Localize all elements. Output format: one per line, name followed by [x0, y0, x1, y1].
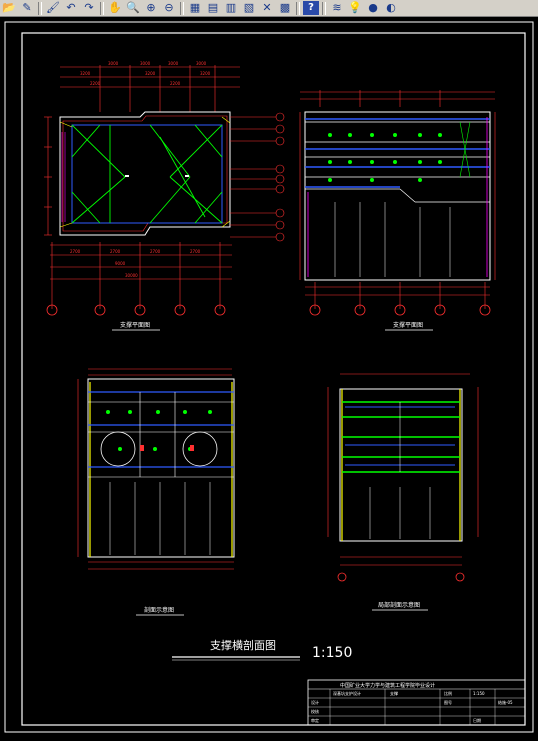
svg-text:3000: 3000 — [196, 61, 207, 66]
title-block-cell: 审定 — [311, 717, 319, 723]
title-block-cell: 设计 — [311, 699, 319, 705]
pipe-circles — [100, 431, 218, 467]
title-block-cell: 支撑 — [390, 690, 398, 696]
title-block-cell: 深基坑支护设计 — [333, 690, 361, 696]
svg-text:3000: 3000 — [168, 61, 179, 66]
diagonal-braces — [71, 124, 223, 224]
properties-icon[interactable]: ▦ — [189, 1, 201, 14]
svg-text:2700: 2700 — [150, 249, 161, 254]
svg-text:3200: 3200 — [80, 71, 91, 76]
toolbar-separator — [180, 1, 184, 15]
design-center-icon[interactable]: ▤ — [207, 1, 219, 14]
wale-beams — [305, 118, 490, 188]
cad-drawing: 3000 3000 3000 3000 3200 3200 3200 2200 2200 — [4, 21, 534, 733]
title-block-cell: 结施-05 — [498, 699, 513, 705]
sheet-outer-border — [4, 21, 534, 733]
svg-text:2200: 2200 — [90, 81, 101, 86]
toolbar-separator — [38, 1, 42, 15]
open-icon[interactable]: 📂 — [2, 1, 16, 14]
main-title: 支撑横剖面图 — [210, 638, 276, 652]
section-view-right: 局部剖面示意图 — [327, 373, 479, 611]
dim-text-top-left: 3000 3000 3000 3000 3200 3200 3200 2200 2200 — [80, 61, 211, 86]
toolbar-separator — [100, 1, 104, 15]
bulb-icon[interactable]: 💡 — [348, 1, 362, 14]
title-block-header: 中国矿业大学力学与建筑工程学院毕业设计 — [340, 682, 435, 689]
scale-label: 1:150 — [312, 645, 352, 661]
title-block: 中国矿业大学力学与建筑工程学院毕业设计 深基坑支护设计 支撑 比例 1:150 图号 结施… — [307, 679, 526, 726]
svg-text:3000: 3000 — [140, 61, 151, 66]
sun-icon[interactable]: ● — [368, 1, 378, 14]
dimension-top-left — [60, 65, 240, 112]
toolbar-separator — [296, 1, 300, 15]
svg-text:3000: 3000 — [108, 61, 119, 66]
svg-text:30000: 30000 — [125, 273, 138, 278]
svg-text:3200: 3200 — [145, 71, 156, 76]
calculator-icon[interactable]: ▩ — [279, 1, 291, 14]
strut-nodes — [328, 133, 442, 182]
layers-icon[interactable]: ≋ — [332, 1, 342, 14]
dimension-bottom-left — [50, 242, 232, 309]
sheet-set-icon[interactable]: ▧ — [243, 1, 255, 14]
title-block-cell: 比例 — [444, 690, 452, 696]
plan-view-left: 3000 3000 3000 3000 3200 3200 3200 2200 2200 — [44, 61, 285, 331]
undo-icon[interactable]: ↶ — [66, 1, 76, 14]
markup-icon[interactable]: ✕ — [262, 1, 272, 14]
svg-text:2700: 2700 — [70, 249, 81, 254]
title-block-cell: 图号 — [444, 699, 452, 705]
section-view-left: 剖面示意图 — [77, 368, 235, 616]
strut-levels — [342, 401, 460, 473]
tool-palette-icon[interactable]: ▥ — [225, 1, 237, 14]
title-block-cell: 校核 — [311, 708, 319, 714]
plan-right-title: 支撑平面图 — [393, 321, 423, 329]
help-icon[interactable]: ? — [303, 1, 319, 15]
section-right-title: 局部剖面示意图 — [378, 601, 420, 609]
brush-icon[interactable]: 🖌 — [46, 1, 60, 14]
plan-left-title: 支撑平面图 — [120, 321, 150, 329]
plan-view-right: 支撑平面图 — [299, 90, 496, 331]
svg-text:2700: 2700 — [190, 249, 201, 254]
svg-text:2700: 2700 — [110, 249, 121, 254]
column-posts — [125, 175, 189, 177]
layer-state-icon[interactable]: ◐ — [386, 1, 396, 14]
axis-bubbles-right — [230, 112, 285, 242]
svg-text:3200: 3200 — [200, 71, 211, 76]
sheet-inner-border — [21, 32, 526, 726]
drawing-canvas[interactable]: 3000 3000 3000 3000 3200 3200 3200 2200 2200 — [0, 17, 538, 737]
pile-wall-right — [307, 117, 488, 277]
pan-icon[interactable]: ✋ — [108, 1, 122, 14]
wall-hatch-left — [61, 132, 66, 222]
pit-outline-right — [304, 111, 491, 281]
redo-icon[interactable]: ↷ — [84, 1, 94, 14]
zoom-realtime-icon[interactable]: 🔍 — [126, 1, 140, 14]
toolbar-separator — [322, 1, 326, 15]
title-block-cell: 1:150 — [473, 691, 485, 696]
zoom-window-icon[interactable]: ⊕ — [146, 1, 156, 14]
pit-outline — [59, 111, 231, 236]
section-left-title: 剖面示意图 — [144, 606, 174, 614]
strut-nodes-section — [106, 410, 212, 451]
svg-text:2200: 2200 — [170, 81, 181, 86]
pencil-icon[interactable]: ✎ — [22, 1, 32, 14]
svg-text:9000: 9000 — [115, 261, 126, 266]
axis-bubbles-bottom-right — [309, 304, 491, 316]
title-block-cell: 日期 — [473, 717, 481, 723]
cad-toolbar: 📂 ✎ 🖌 ↶ ↷ ✋ 🔍 ⊕ ⊖ ▦ ▤ ▥ ▧ ✕ ▩? ≋ 💡 ● ◐ — [0, 0, 538, 17]
main-title-block: 支撑横剖面图 1:150 — [172, 638, 352, 661]
zoom-previous-icon[interactable]: ⊖ — [164, 1, 174, 14]
axis-bubbles-bottom-left — [46, 304, 226, 316]
